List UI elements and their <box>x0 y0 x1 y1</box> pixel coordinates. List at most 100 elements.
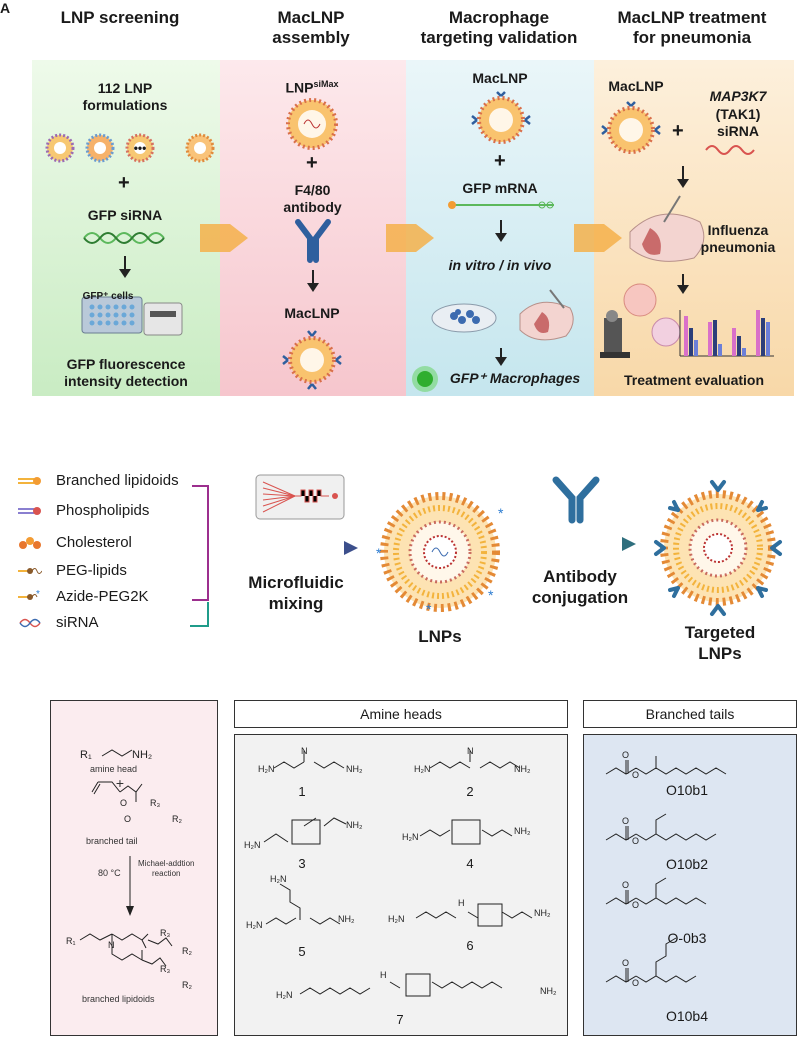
svg-text:*: * <box>426 601 432 616</box>
tail-label: O-0b3 <box>667 930 707 946</box>
legend-item: Phospholipids <box>18 502 149 519</box>
amine-number: 5 <box>298 944 306 959</box>
maclnp-particle-icon <box>471 91 531 144</box>
header-lnp-screening: LNP screening <box>60 8 180 27</box>
legend-item: siRNA <box>18 614 99 631</box>
svg-text:O: O <box>632 978 639 988</box>
arrow-right <box>528 537 636 551</box>
arrow-down <box>677 274 689 294</box>
cholesterol-icon <box>19 536 41 549</box>
svg-text:O: O <box>632 900 639 910</box>
step-arrow-1 <box>200 224 248 252</box>
influenza-pneumonia-label: Influenza pneumonia <box>700 222 776 255</box>
svg-text:*: * <box>36 590 40 600</box>
r2-label: R₂ <box>182 980 192 990</box>
svg-text:H₂N: H₂N <box>402 832 419 842</box>
arrow-down <box>677 166 689 188</box>
maclnp-result-label: MacLNP <box>284 305 340 321</box>
n-label: N <box>108 940 115 950</box>
svg-text:NH₂: NH₂ <box>534 908 551 918</box>
invitro-invivo-label: in vitro / in vivo <box>448 257 552 273</box>
svg-text:H₂N: H₂N <box>388 914 405 924</box>
arrow-down <box>495 348 507 366</box>
o-label: O <box>120 798 127 808</box>
r3-label: R₃ <box>160 964 170 974</box>
sirna-strand-icon <box>83 232 165 244</box>
maclnp-particle-icon <box>282 330 342 390</box>
svg-text:NH₂: NH₂ <box>346 820 363 830</box>
svg-text:O: O <box>622 880 629 890</box>
legend-item: PEG-lipids <box>18 562 127 579</box>
plus-sign: + <box>494 150 506 172</box>
antibody-icon <box>552 476 600 524</box>
amine-number: 6 <box>466 938 474 953</box>
svg-text:H₂N: H₂N <box>414 764 431 774</box>
treatment-evaluation-label: Treatment evaluation <box>623 372 765 388</box>
branched-lipidoid-icon <box>18 476 41 485</box>
antibody-label: F4/80 antibody <box>283 182 342 215</box>
tail-label: O10b4 <box>665 1008 709 1024</box>
tail-structures: OO OO OO OO <box>605 750 727 988</box>
amine-number: 3 <box>298 856 306 871</box>
svg-text:H₂N: H₂N <box>258 764 275 774</box>
gfp-mrna-label: GFP mRNA <box>462 180 538 196</box>
svg-text:O: O <box>622 958 629 968</box>
legend-bracket <box>190 485 209 627</box>
peg-lipid-icon <box>18 567 42 574</box>
mrna-strand-icon <box>448 201 554 209</box>
svg-text:NH₂: NH₂ <box>338 914 355 924</box>
maclnp-label: MacLNP <box>472 70 528 86</box>
tail-label: O10b1 <box>665 782 709 798</box>
header-maclnp-assembly: MacLNP assembly <box>272 8 350 47</box>
lnp-simax-label: LNPsiMax <box>285 79 339 96</box>
reaction-plus: + <box>116 775 124 791</box>
arrow-right <box>240 541 358 555</box>
r1-label: R₁ <box>66 936 76 946</box>
svg-text:H₂N: H₂N <box>270 874 287 884</box>
amine-heads-box <box>234 734 568 1036</box>
svg-text:NH₂: NH₂ <box>514 764 531 774</box>
gfp-macrophages-label: GFP⁺ Macrophages <box>449 370 581 386</box>
arrow-down <box>495 220 507 242</box>
r3-label: R₃ <box>160 928 170 938</box>
dish-and-mouse-icon <box>431 289 574 341</box>
detection-label: GFP fluorescence intensity detection <box>64 356 188 389</box>
branched-lipidoids-label: branched lipidoids <box>82 994 155 1004</box>
o-label: O <box>124 814 131 824</box>
sirna-icon <box>19 618 41 627</box>
lnp-large-icon: **** <box>376 492 504 616</box>
panel-letter: A <box>0 0 11 16</box>
svg-text:O: O <box>632 770 639 780</box>
arrow-down <box>119 256 131 278</box>
reaction-box <box>50 700 218 1036</box>
gfp-sirna-label: GFP siRNA <box>87 207 163 223</box>
microfluidic-chip-icon <box>255 474 345 520</box>
branched-tail-label: branched tail <box>86 836 138 846</box>
temperature-label: 80 °C <box>98 868 121 878</box>
legend-item: Branched lipidoids <box>18 472 179 489</box>
r1-label: R₁ <box>80 749 92 761</box>
microfluidic-mixing-label: Microfluidic mixing <box>248 573 344 613</box>
r3-label: R₃ <box>150 798 160 808</box>
amine-head-label: amine head <box>90 764 137 774</box>
svg-text:NH₂: NH₂ <box>514 826 531 836</box>
ellipsis-dots: ••• <box>133 141 147 155</box>
tail-label: O10b2 <box>665 856 709 872</box>
reaction-name-1: Michael-addtion <box>138 859 194 868</box>
svg-text:N: N <box>301 746 308 756</box>
arrow-down <box>307 270 319 292</box>
reaction-scheme: R₁ NH₂ amine head + O R₃ R₂ O branched t… <box>66 749 194 1004</box>
svg-text:H: H <box>458 898 465 908</box>
map3k7-label: MAP3K7 <box>709 88 767 104</box>
svg-text:H₂N: H₂N <box>244 840 261 850</box>
svg-text:*: * <box>376 545 382 561</box>
amine-heads-title: Amine heads <box>234 700 568 728</box>
svg-text:*: * <box>498 505 504 521</box>
lnp-particle-icon <box>286 98 338 150</box>
gfp-cells-label: GFP⁺ cells <box>82 291 134 302</box>
r2-label: R₂ <box>172 814 182 824</box>
lnps-label: LNPs <box>418 627 462 646</box>
branched-tails-title: Branched tails <box>583 700 797 728</box>
plate-reader-icon <box>81 296 183 336</box>
